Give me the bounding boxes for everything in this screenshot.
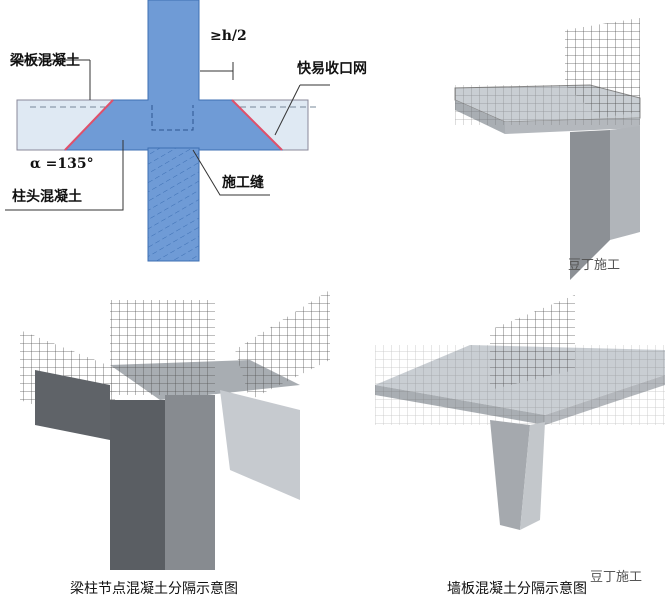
beam-column-joint-3d [20,290,330,570]
column-head-concrete [63,0,284,151]
label-min-distance: ≥h/2 [210,28,247,44]
label-angle: α =135° [30,156,94,172]
label-quick-mesh: 快易收口网 [297,61,367,77]
mesh-line-right [231,99,283,151]
caption-beam-column: 梁柱节点混凝土分隔示意图 [70,581,238,597]
label-column-head-concrete: 柱头混凝土 [12,189,82,205]
label-construction-joint: 施工缝 [222,175,264,191]
column-side [165,395,215,570]
wall-slab-3d-bottom [375,295,665,530]
label-beam-slab-concrete: 梁板混凝土 [10,53,80,69]
mesh-line-left [64,99,114,151]
wall-slab-3d-top [454,18,641,280]
column-front [110,400,165,570]
column-joint-section [5,0,330,262]
watermark-top: 豆丁施工 [568,258,621,273]
caption-wall-slab: 墙板混凝土分隔示意图 [447,581,587,597]
watermark-bottom: 豆丁施工 [590,570,643,585]
